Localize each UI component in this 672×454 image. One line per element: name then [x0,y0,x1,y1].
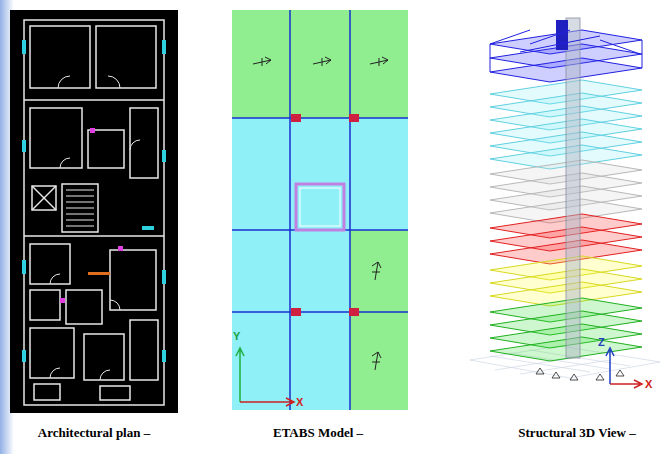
architectural-plan [10,10,178,413]
structural-3d-view [470,18,660,388]
panel-caption: ETABS Model – [273,425,363,441]
panel-caption: Structural 3D View – [518,425,635,441]
axis-label: X [645,378,652,390]
axis-label: X [296,396,303,408]
etabs-plan [232,10,408,410]
panel-caption: Architectural plan – [38,425,150,441]
axis-label: Z [598,336,605,348]
axis-label: Y [233,330,240,342]
